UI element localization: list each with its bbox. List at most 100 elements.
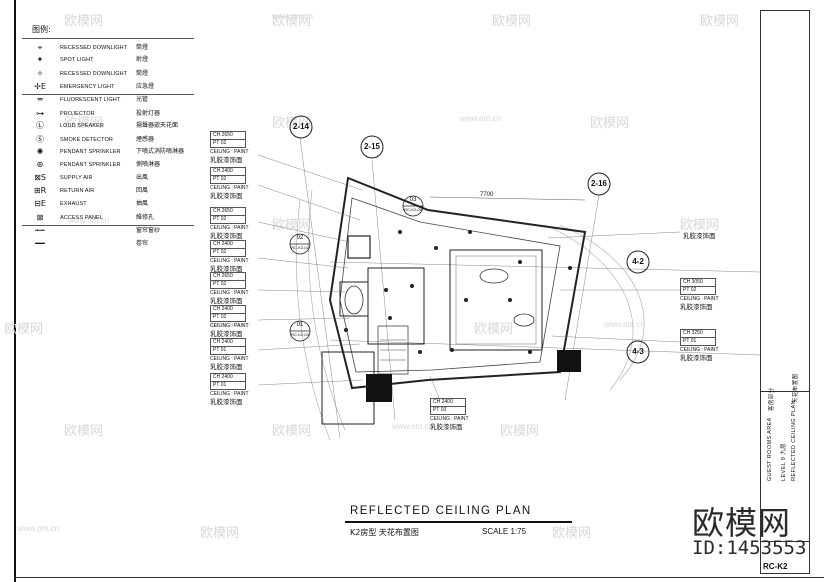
- ceiling-paint-code: PT 02: [210, 281, 246, 289]
- title-block-area-cn: 客房部分: [769, 387, 775, 411]
- legend-symbol-icon: ⊠S: [34, 173, 46, 182]
- section-ref-sheet: RC-K2-02: [291, 245, 309, 250]
- legend-label-cn: 側噴淋器: [136, 161, 161, 168]
- legend-symbol-icon: Ⓢ: [36, 135, 44, 144]
- ceiling-paint-code: PT 02: [210, 216, 246, 224]
- legend-symbol-icon: ⊶: [36, 109, 44, 118]
- watermark-logo: 欧模网: [4, 322, 44, 337]
- title-block-divider: [761, 391, 809, 392]
- ceiling-height: CH 2650: [210, 207, 246, 216]
- legend-row: ✺ PENDANT SPRINKLER 下噴式消防噴淋器: [22, 146, 194, 158]
- dimension-label: 7700: [480, 192, 494, 198]
- legend-row: ⊠S SUPPLY AIR 出風: [22, 172, 194, 184]
- watermark-url: www.om.cn: [210, 320, 251, 329]
- grid-marker-label: 4-3: [632, 347, 644, 356]
- ceiling-finish-cn: 乳胶漆饰面: [210, 156, 243, 164]
- legend-symbol-icon: ⊟E: [34, 199, 46, 208]
- ceiling-finish: CEILING : PAINT: [680, 347, 719, 353]
- ceiling-height: CH 2400: [430, 398, 466, 407]
- legend-label-en: PENDANT SPRINKLER: [60, 149, 121, 155]
- ceiling-height: CH 3050: [680, 278, 716, 287]
- plan-subtitle: K2房型 天花布置图: [350, 528, 419, 537]
- legend-row: ┅┅窗帘窗纱: [22, 225, 194, 237]
- sheet-code: RC-K2: [763, 562, 788, 571]
- watermark-url: www.om.cn: [460, 114, 501, 123]
- section-ref-sheet: RC-K2-03: [291, 332, 309, 337]
- drawing-frame-bottom: [14, 577, 824, 578]
- ceiling-finish-cn: 乳胶漆饰面: [680, 354, 713, 362]
- legend-label-en: RECESSED DOWNLIGHT: [60, 45, 128, 51]
- ceiling-finish-cn: 乳胶漆饰面: [210, 363, 243, 371]
- watermark-logo: 欧模网: [200, 526, 240, 541]
- legend-label-en: RECESSED DOWNLIGHT: [60, 71, 128, 77]
- legend-label-cn: 应急燈: [136, 83, 155, 90]
- title-block-divider: [761, 541, 809, 542]
- brand-stamp-name: 欧模网: [692, 504, 792, 542]
- legend-label-cn: 揚聲器嵌天花面: [136, 122, 179, 129]
- legend-row: Ⓛ LOUD SPEAKER 揚聲器嵌天花面: [22, 120, 194, 132]
- building-outline: [321, 176, 587, 425]
- watermark-logo: 欧模网: [272, 14, 312, 29]
- watermark-logo: 欧模网: [700, 14, 740, 29]
- watermark-logo: 欧模网: [552, 526, 592, 541]
- brand-stamp-id: ID:1453553: [692, 537, 807, 559]
- legend-label-en: PROJECTOR: [60, 111, 95, 117]
- section-ref-sheet: RC-K2-06: [404, 207, 422, 212]
- legend-label-en: SPOT LIGHT: [60, 57, 94, 63]
- legend-label-en: LOUD SPEAKER: [60, 123, 104, 129]
- ceiling-finish-cn: 乳胶漆饰面: [210, 192, 243, 200]
- legend-label-cn: 出風: [136, 174, 149, 181]
- legend-label-en: SUPPLY AIR: [60, 175, 93, 181]
- ceiling-finish: CEILING : PAINT: [210, 323, 249, 329]
- title-block: GUEST ROOMS AREA 客房部分 LEVEL 9 九层 REFLECT…: [760, 10, 810, 574]
- legend-symbol-icon: ━━: [35, 239, 45, 248]
- legend-label-en: EMERGENCY LIGHT: [60, 84, 115, 90]
- legend-symbol-icon: ✺: [36, 147, 44, 156]
- ceiling-paint-code: PT 02: [210, 314, 246, 322]
- legend-row: ⌖ RECESSED DOWNLIGHT 筒燈: [22, 42, 194, 54]
- legend-label-cn: 筒燈: [136, 44, 149, 51]
- legend-title: 图例:: [32, 25, 51, 34]
- ceiling-tag: 乳胶漆饰面: [683, 232, 731, 240]
- watermark-url: www.om.cn: [272, 12, 313, 21]
- legend-label-cn: 下噴式消防噴淋器: [136, 148, 185, 155]
- ceiling-finish: CEILING : PAINT: [210, 225, 249, 231]
- ceiling-finish: CEILING : PAINT: [210, 258, 249, 264]
- title-block-drawing-en: REFLECTED CEILING PLAN: [791, 400, 797, 481]
- legend-symbol-icon: ⌖: [37, 43, 43, 52]
- watermark-logo: 欧模网: [590, 116, 630, 131]
- section-ref-number: 02: [296, 235, 304, 241]
- drawing-frame-left: [14, 0, 16, 582]
- legend-symbol-icon: ⊠: [36, 213, 44, 222]
- ceiling-paint-code: PT 03: [430, 407, 466, 415]
- legend-row: ━━卷帘: [22, 238, 194, 250]
- ceiling-finish-cn: 乳胶漆饰面: [210, 330, 243, 338]
- section-ref-number: 03: [409, 197, 417, 203]
- legend-symbol-icon: ┅┅: [35, 226, 45, 235]
- watermark-logo: 欧模网: [272, 218, 312, 233]
- ceiling-height: CH 2400: [210, 338, 246, 347]
- legend-label-en: PENDANT SPRINKLER: [60, 162, 121, 168]
- ceiling-finish-cn: 乳胶漆饰面: [210, 265, 243, 273]
- ceiling-finish-cn: 乳胶漆饰面: [430, 423, 463, 431]
- legend-rule: [22, 94, 194, 95]
- legend-symbol-icon: ✧: [36, 69, 44, 78]
- ceiling-finish-cn: 乳胶漆饰面: [680, 303, 713, 311]
- ceiling-finish-cn: 乳胶漆饰面: [683, 232, 716, 240]
- ceiling-finish: CEILING : PAINT: [210, 290, 249, 296]
- legend-symbol-icon: Ⓛ: [36, 121, 44, 130]
